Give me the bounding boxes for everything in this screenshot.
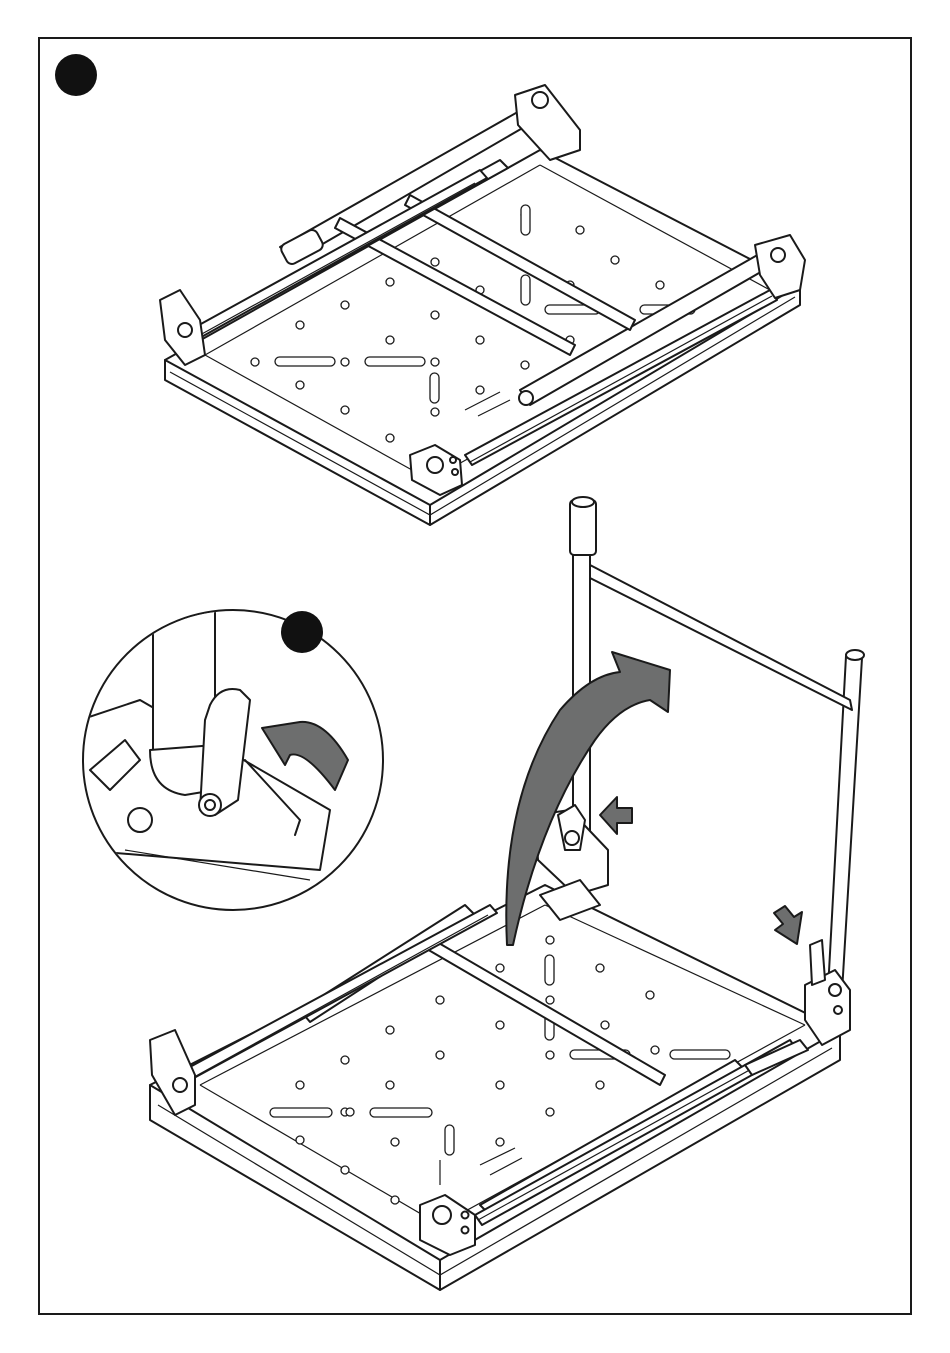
step-marker-1 [55,54,97,96]
push-arrow-icon-2 [774,906,802,944]
folded-table-illustration [55,54,805,525]
step-marker-2 [281,611,323,653]
lever-detail-illustration [80,600,383,910]
standing-legs [570,497,864,992]
table-top-unfolded [150,885,840,1290]
push-arrow-icon [600,797,632,834]
leg-foot-cap-left [570,500,596,555]
